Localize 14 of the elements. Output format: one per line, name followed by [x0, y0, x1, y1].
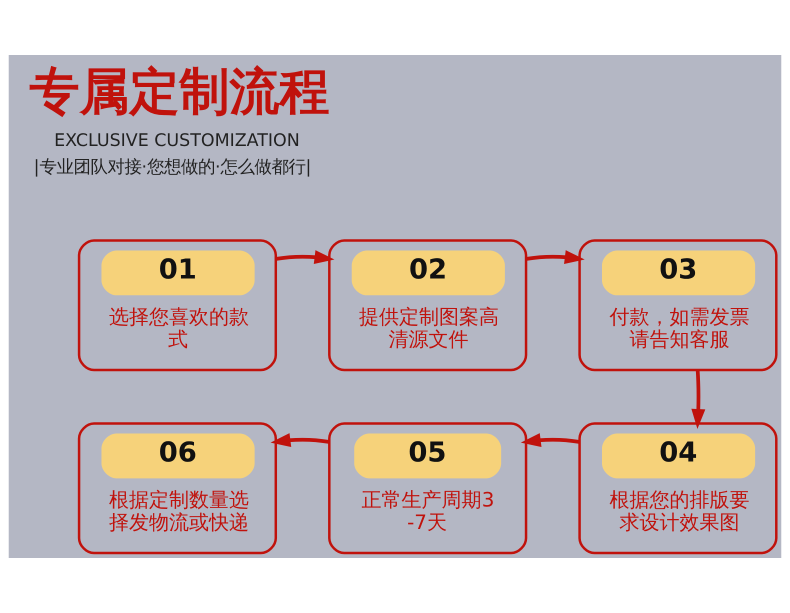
- arrow: [526, 250, 585, 264]
- node-box: 02 提供定制图案高清源文件: [328, 239, 528, 372]
- arrow: [276, 250, 334, 264]
- arrow: [691, 370, 706, 429]
- label: |专业团队对接·您想做的·怎么做都行|: [34, 157, 312, 178]
- node-box: 01 选择您喜欢的款式: [78, 239, 278, 372]
- node-box: 03 付款，如需发票请告知客服: [578, 239, 778, 372]
- diagram-title: 专属定制流程: [29, 62, 330, 121]
- arrow: [270, 433, 330, 448]
- arrow: [520, 433, 580, 448]
- node-box: 06 根据定制数量选择发物流或快递: [78, 422, 278, 554]
- label: EXCLUSIVE CUSTOMIZATION: [54, 131, 300, 152]
- node-box: 04 根据您的排版要求设计效果图: [578, 422, 778, 554]
- node-box: 05 正常生产周期3-7天: [328, 422, 528, 554]
